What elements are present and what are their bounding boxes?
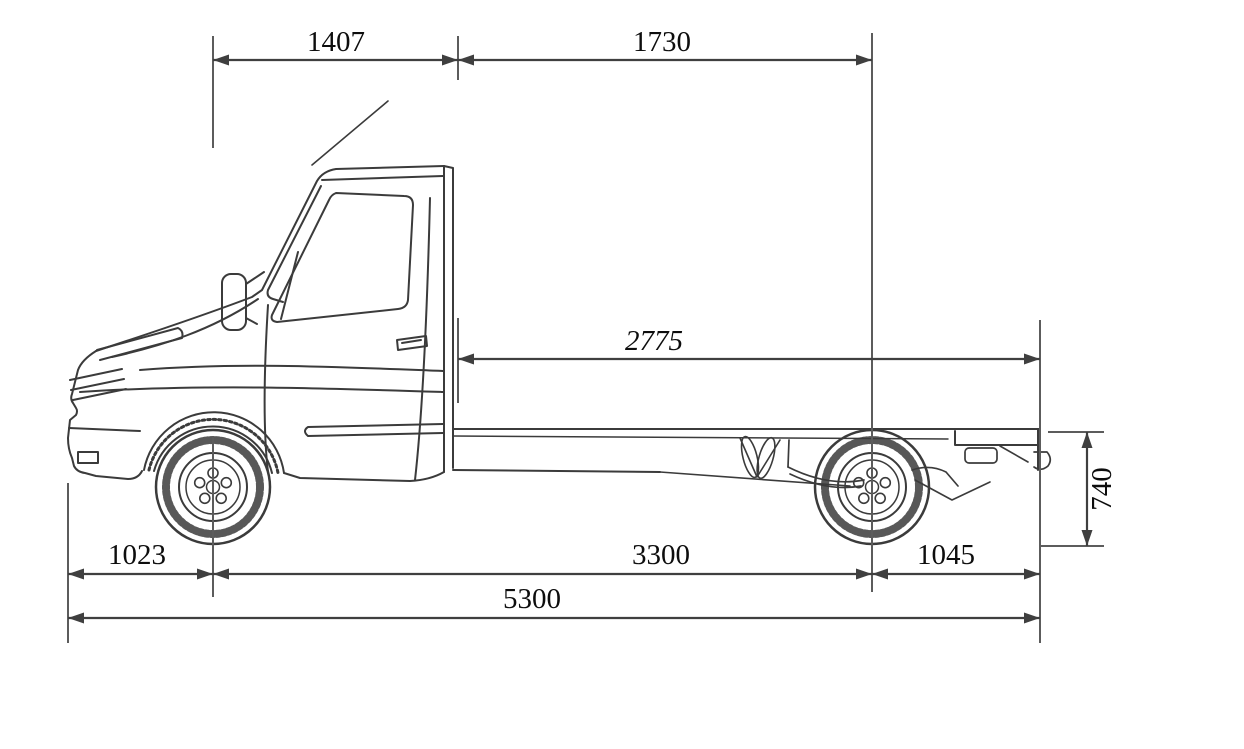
dimension-arrowhead: [872, 568, 888, 580]
dimension-arrowhead: [68, 568, 84, 580]
grille-slats: [69, 368, 127, 401]
dimension-arrowhead: [68, 612, 84, 624]
truck-drawing: [67, 100, 1052, 544]
dimension-arrowhead: [458, 54, 474, 66]
front-wheel-arch-inner: [153, 425, 273, 474]
dimension-label-cab-rear-to-frame-end: 2775: [625, 325, 683, 357]
chassis-frame: [452, 428, 1052, 501]
front-wheel-arch-trim: [147, 417, 280, 475]
rear-bracket-diagonals: [914, 479, 991, 501]
body-crease-lower: [79, 386, 444, 393]
dimension-label-rear-overhang: 1045: [917, 539, 975, 571]
dimension-arrowhead: [1081, 432, 1093, 448]
dimension-arrowhead: [442, 54, 458, 66]
roof-drip-rail: [321, 175, 444, 181]
door-rear-seam: [414, 197, 431, 481]
dimension-label-rear-frame-height: 740: [1086, 467, 1118, 511]
dimension-arrowhead: [458, 353, 474, 365]
body-crease-upper: [139, 364, 444, 372]
door-rub-strip: [304, 423, 444, 437]
cab-floor-line: [452, 469, 661, 473]
hood-seam: [111, 298, 259, 358]
dimension-rear-overhang: 1045: [872, 539, 1040, 580]
dimension-annotations: 1407 1730 2775 740 1023 3300 1045 5300: [67, 26, 1118, 643]
cab-silhouette: [95, 165, 445, 352]
bumper-crease: [68, 427, 141, 432]
dimension-arrowhead: [213, 568, 229, 580]
tow-eye: [77, 451, 99, 464]
cab-rear-wall: [443, 165, 454, 473]
dimension-label-cab-rear-to-rear-axle: 1730: [633, 26, 691, 58]
spare-wheel-carrier: [739, 435, 781, 480]
antenna: [311, 100, 389, 166]
rear-frame-end: [954, 428, 1052, 471]
dimension-arrowhead: [197, 568, 213, 580]
dimension-rear-frame-height: 740: [1081, 432, 1118, 546]
tow-hook: [1033, 451, 1052, 471]
dimension-arrowhead: [1081, 530, 1093, 546]
door-window: [270, 192, 414, 323]
dimension-arrowhead: [1024, 612, 1040, 624]
dimension-arrowhead: [856, 568, 872, 580]
dimension-label-front-axle-to-cab-rear: 1407: [307, 26, 365, 58]
dimension-cab-rear-to-rear-axle: 1730: [458, 26, 872, 66]
dimension-arrowhead: [1024, 353, 1040, 365]
dimension-cab-rear-to-frame-end: 2775: [458, 325, 1040, 365]
rocker-panel: [283, 471, 445, 482]
dimension-overall-length: 5300: [68, 583, 1040, 624]
dimension-arrowhead: [213, 54, 229, 66]
dimension-front-axle-to-cab-rear: 1407: [213, 26, 458, 66]
mirror-arm: [245, 271, 265, 325]
door-handle: [396, 335, 428, 351]
side-mirror: [221, 273, 247, 331]
dimension-wheelbase: 3300: [213, 539, 872, 580]
front-fascia: [67, 350, 143, 480]
dimension-arrowhead: [1024, 568, 1040, 580]
dimension-arrowhead: [856, 54, 872, 66]
dimension-label-wheelbase: 3300: [632, 539, 690, 571]
windshield: [266, 185, 322, 303]
dimension-label-overall-length: 5300: [503, 583, 561, 615]
dimension-label-front-overhang: 1023: [108, 539, 166, 571]
front-wheel-arch: [143, 411, 285, 474]
dimension-front-overhang: 1023: [68, 539, 213, 580]
headlight: [96, 327, 184, 361]
cab-body: [67, 100, 454, 482]
vent-window-divider: [280, 251, 299, 320]
